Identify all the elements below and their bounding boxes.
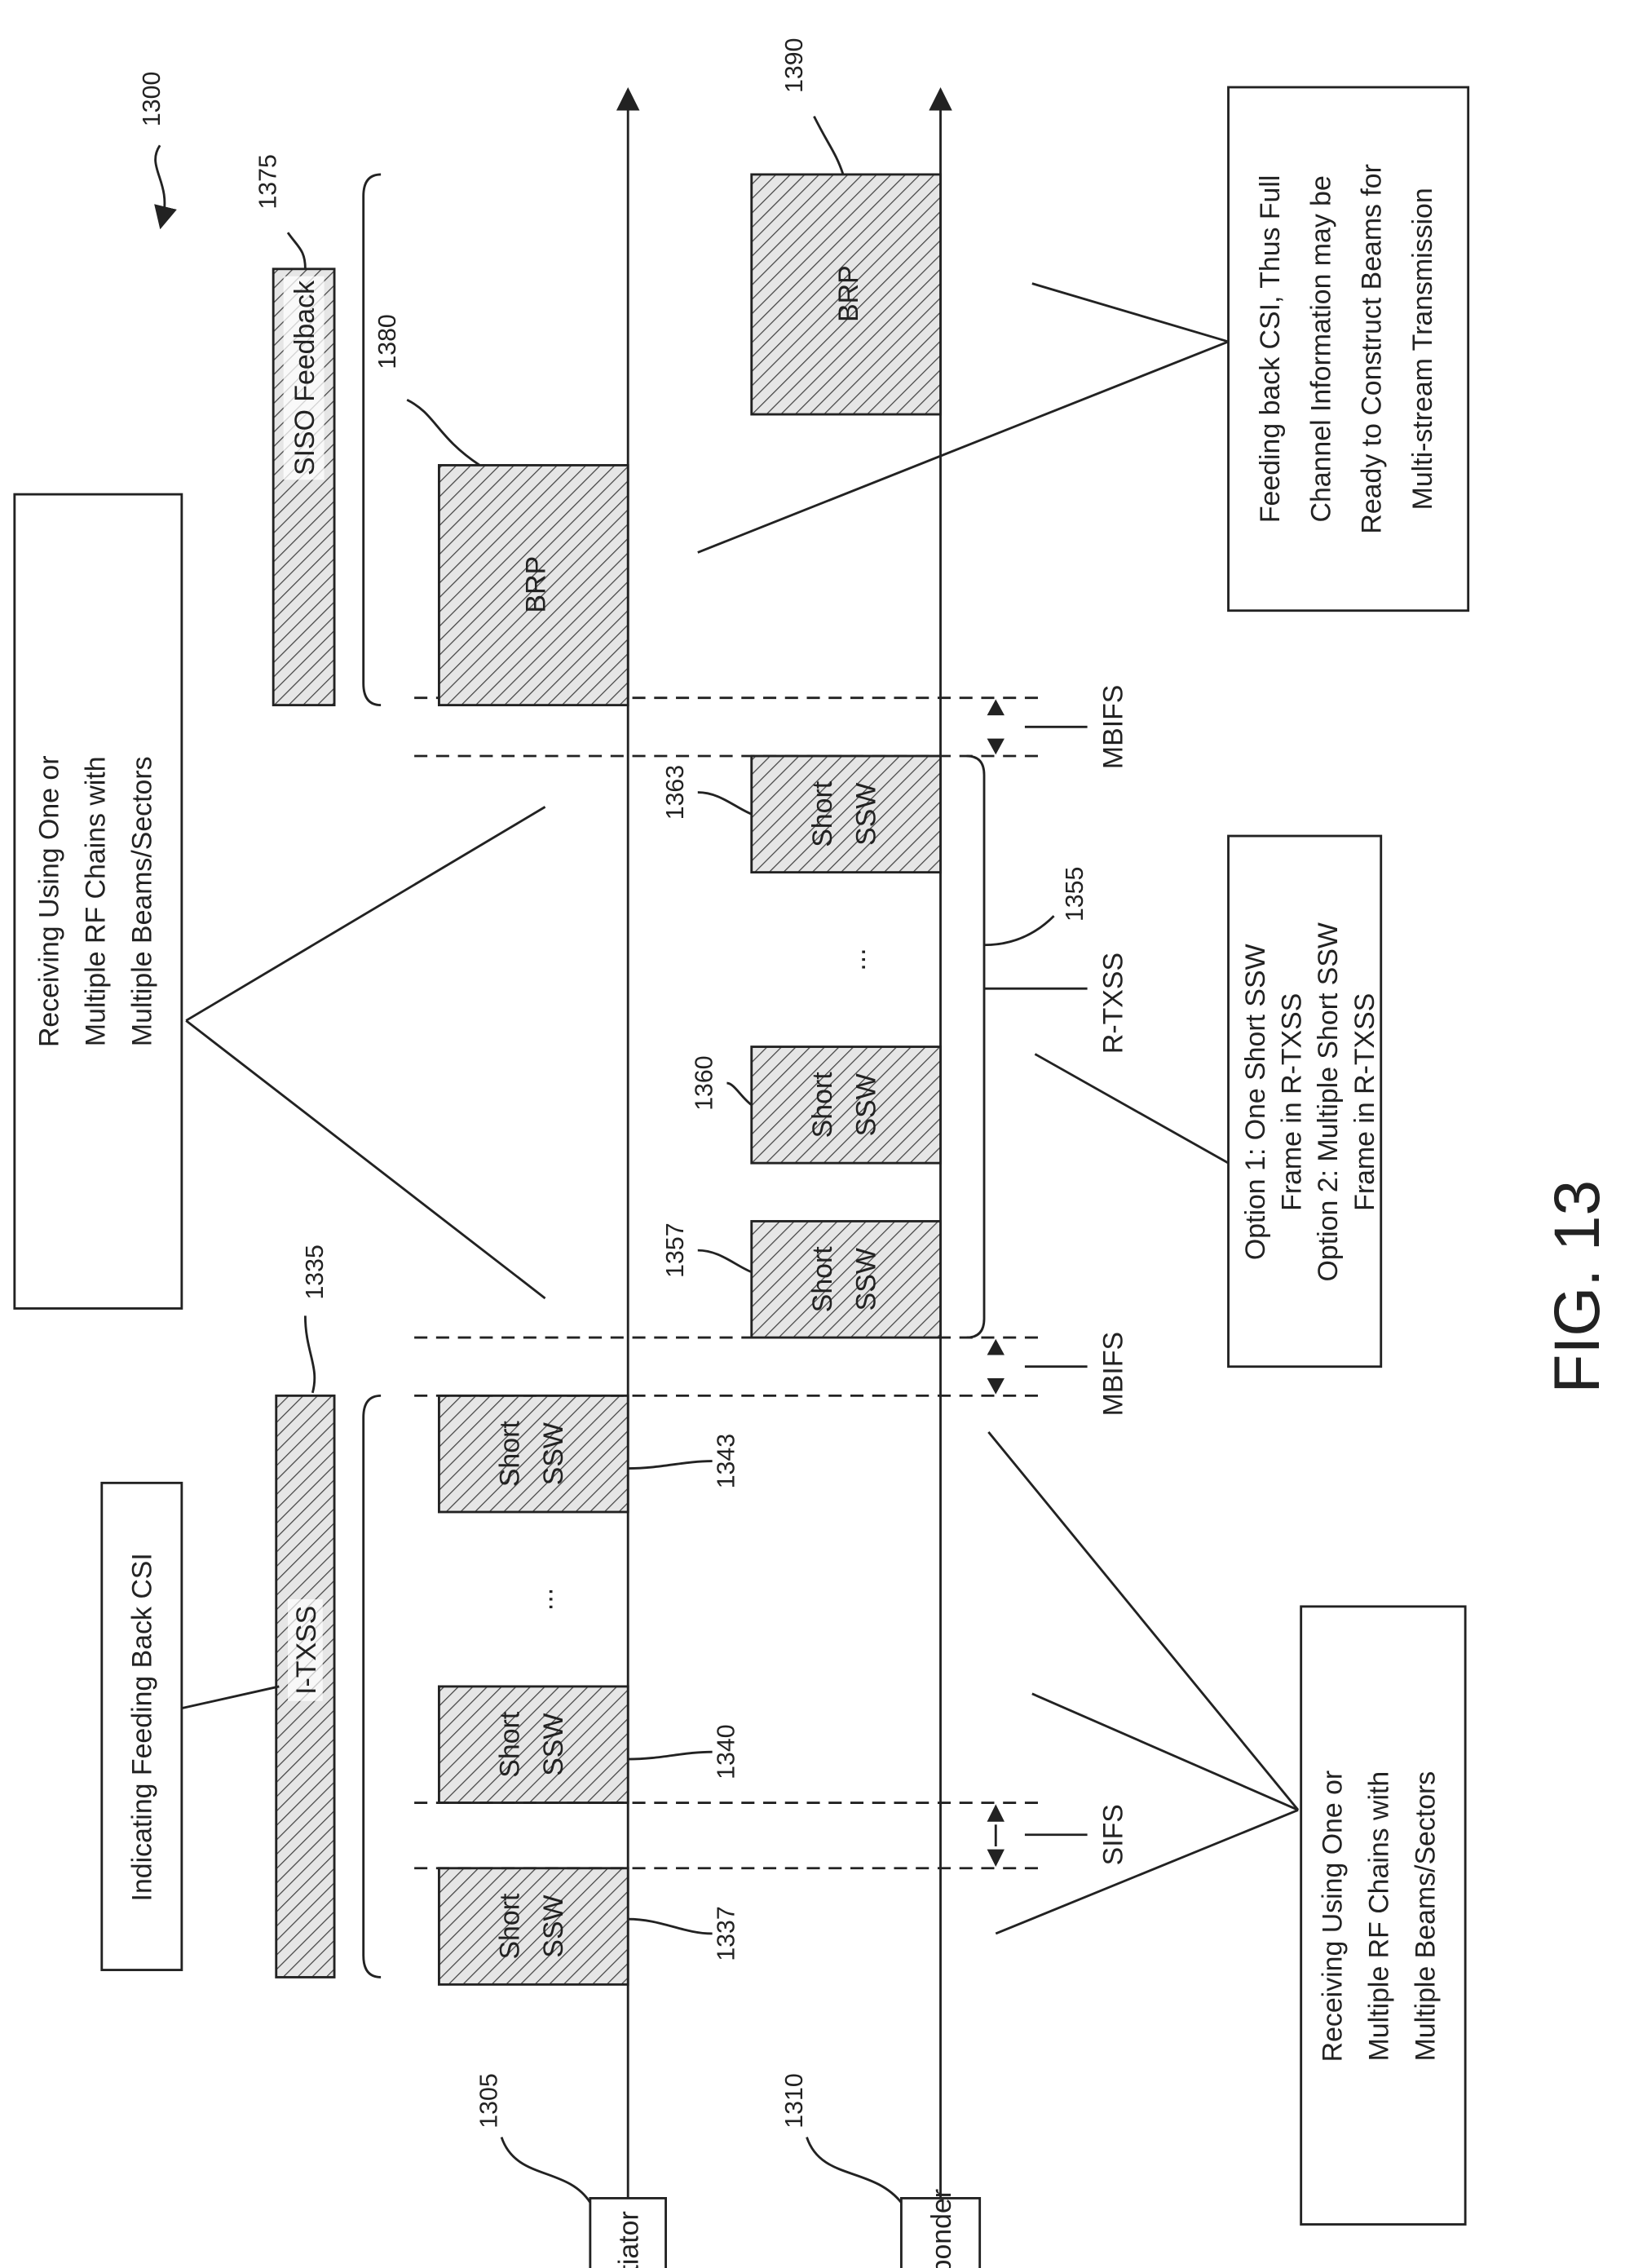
- svg-text:Ready to Construct Beams for: Ready to Construct Beams for: [1357, 164, 1388, 534]
- svg-text:Multiple Beams/Sectors: Multiple Beams/Sectors: [126, 756, 157, 1046]
- i-txss-label: I-TXSS: [291, 1606, 322, 1695]
- r-txss-label: R-TXSS: [1097, 953, 1128, 1054]
- svg-text:SSW: SSW: [538, 1713, 569, 1776]
- svg-text:SSW: SSW: [850, 1248, 881, 1311]
- ref-1357: 1357: [662, 1222, 689, 1277]
- note-receiving-upper: Receiving Using One or Multiple RF Chain…: [15, 494, 182, 1308]
- svg-text:Multiple RF Chains with: Multiple RF Chains with: [1364, 1771, 1395, 2062]
- svg-text:BRP: BRP: [521, 556, 552, 613]
- svg-text:Short: Short: [807, 780, 838, 847]
- note-options: Option 1: One Short SSW Frame in R-TXSS …: [1229, 836, 1381, 1367]
- short-ssw-frame-1340: Short SSW: [439, 1687, 628, 1803]
- ref-1310: 1310: [781, 2073, 808, 2128]
- ref-1343: 1343: [713, 1434, 740, 1488]
- svg-text:Short: Short: [494, 1893, 525, 1960]
- initiator-box: Initiator: [590, 2198, 666, 2268]
- svg-text:SSW: SSW: [538, 1422, 569, 1485]
- ref-1340: 1340: [713, 1724, 740, 1779]
- responder-label: Responder: [926, 2189, 957, 2268]
- svg-text:Channel Information may be: Channel Information may be: [1305, 175, 1336, 522]
- ref-1355: 1355: [1062, 867, 1088, 922]
- figure-caption: FIG. 13: [1541, 1180, 1613, 1394]
- ref-1337: 1337: [713, 1906, 740, 1961]
- brp-frame-1390: BRP: [752, 175, 941, 414]
- svg-text:Frame in R-TXSS: Frame in R-TXSS: [1349, 993, 1380, 1211]
- short-ssw-frame-1343: Short SSW: [439, 1395, 628, 1512]
- ellipsis-responder: ...: [841, 948, 872, 970]
- short-ssw-frame-1363: Short SSW: [752, 756, 941, 873]
- i-txss-bracket: [364, 1395, 381, 1977]
- svg-text:Multiple Beams/Sectors: Multiple Beams/Sectors: [1411, 1771, 1442, 2062]
- leader-1310: [806, 2138, 901, 2203]
- svg-text:Frame in R-TXSS: Frame in R-TXSS: [1277, 993, 1308, 1211]
- note-indicating-feeding-back-csi: Indicating Feeding Back CSI: [102, 1483, 182, 1970]
- svg-text:Option 2: Multiple Short SSW: Option 2: Multiple Short SSW: [1313, 922, 1344, 1281]
- svg-text:SSW: SSW: [538, 1894, 569, 1957]
- svg-text:Receiving Using One or: Receiving Using One or: [33, 755, 64, 1047]
- brp-frame-1380: BRP: [439, 465, 628, 705]
- short-ssw-frame-1357: Short SSW: [752, 1221, 941, 1337]
- ref-1360: 1360: [691, 1055, 718, 1110]
- r-txss-bracket: [967, 756, 984, 1337]
- initiator-label: Initiator: [614, 2211, 645, 2268]
- ref-1380: 1380: [374, 314, 401, 369]
- svg-text:Short: Short: [494, 1711, 525, 1778]
- ref-1375: 1375: [255, 154, 282, 209]
- short-ssw-frame-1360: Short SSW: [752, 1047, 941, 1164]
- responder-box: Responder: [901, 2189, 979, 2268]
- mbifs-label-1: MBIFS: [1097, 1332, 1128, 1416]
- svg-text:Multi-stream Transmission: Multi-stream Transmission: [1407, 188, 1438, 510]
- figure-ref-arrow: [156, 145, 165, 218]
- svg-text:BRP: BRP: [833, 265, 864, 322]
- sifs-label: SIFS: [1097, 1804, 1128, 1865]
- svg-text:SSW: SSW: [850, 1073, 881, 1136]
- svg-text:Multiple RF Chains with: Multiple RF Chains with: [80, 756, 111, 1046]
- ref-1335: 1335: [302, 1245, 329, 1299]
- svg-text:Feeding back CSI, Thus Full: Feeding back CSI, Thus Full: [1255, 175, 1286, 524]
- svg-text:Short: Short: [807, 1246, 838, 1313]
- mbifs-label-2: MBIFS: [1097, 685, 1128, 769]
- svg-text:Option 1: One Short SSW: Option 1: One Short SSW: [1240, 944, 1271, 1260]
- siso-feedback-label: SISO Feedback: [289, 281, 320, 475]
- svg-text:Short: Short: [494, 1421, 525, 1488]
- ref-1390: 1390: [781, 38, 808, 93]
- svg-text:SSW: SSW: [850, 783, 881, 846]
- short-ssw-frame-1337: Short SSW: [439, 1868, 628, 1985]
- figure-ref-1300: 1300: [139, 72, 166, 126]
- siso-bracket: [364, 175, 381, 705]
- svg-text:Indicating Feeding Back CSI: Indicating Feeding Back CSI: [126, 1553, 157, 1901]
- ellipsis-initiator: ...: [528, 1588, 559, 1611]
- note-feeding-back-csi: Feeding back CSI, Thus Full Channel Info…: [1229, 87, 1468, 611]
- svg-text:Receiving Using One or: Receiving Using One or: [1318, 1771, 1349, 2062]
- note-receiving-lower: Receiving Using One or Multiple RF Chain…: [1301, 1607, 1465, 2225]
- svg-text:Short: Short: [807, 1072, 838, 1138]
- ref-1305: 1305: [476, 2073, 503, 2128]
- ref-1363: 1363: [662, 765, 689, 820]
- leader-1305: [501, 2138, 590, 2203]
